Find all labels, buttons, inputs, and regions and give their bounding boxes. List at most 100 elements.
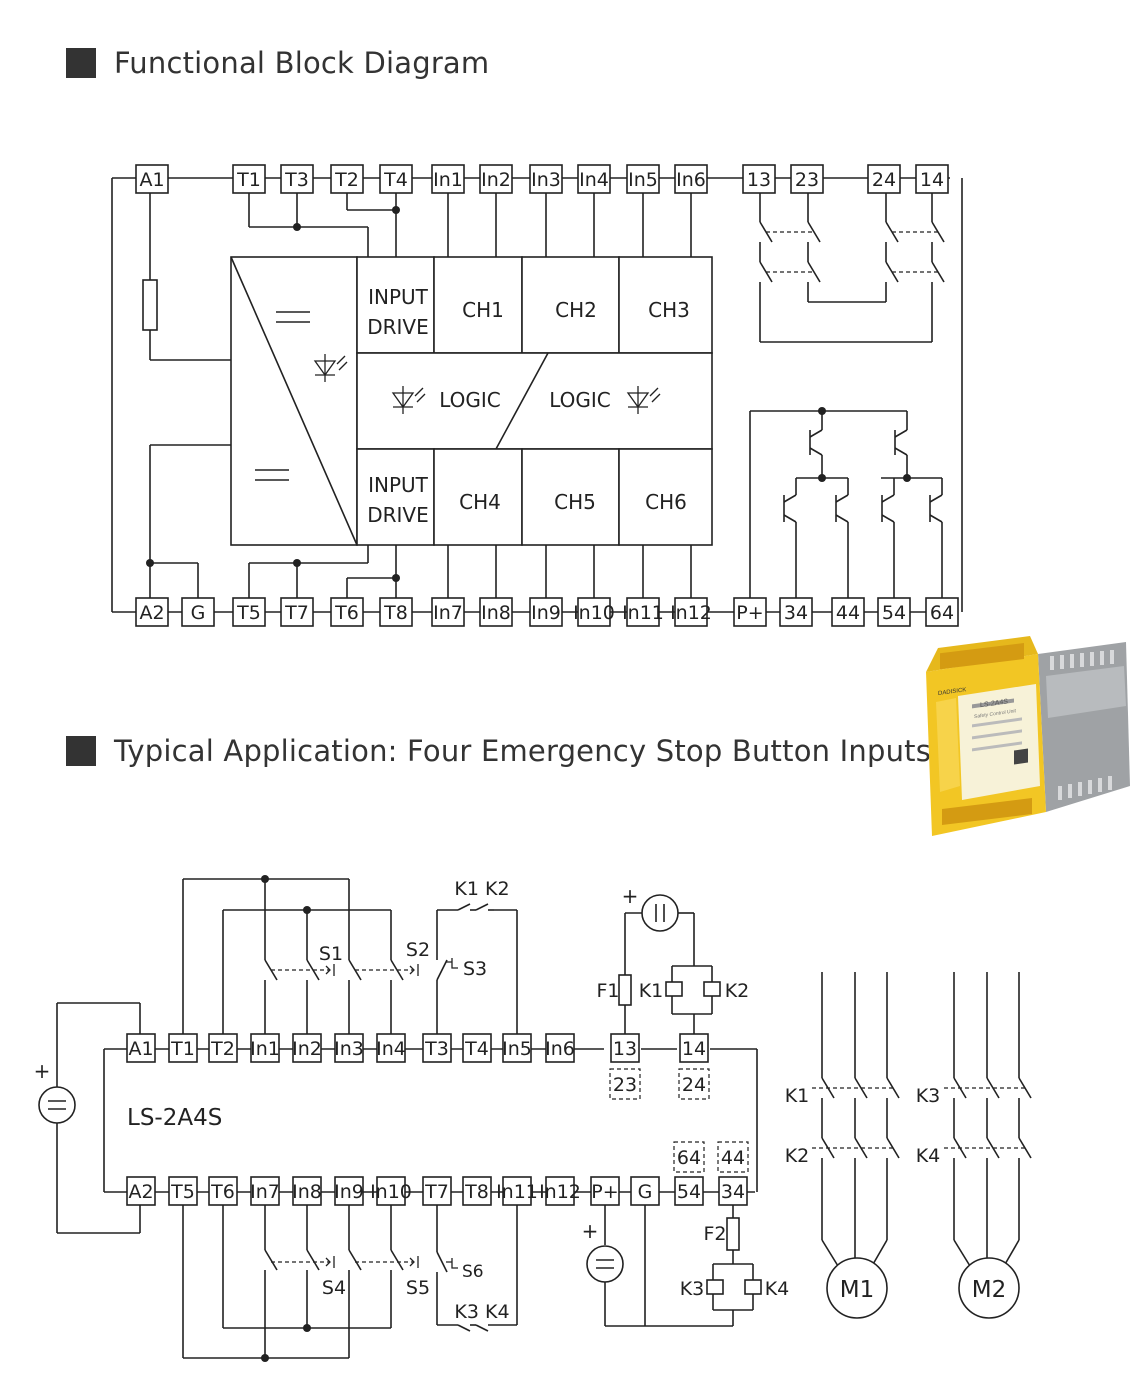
optocoupler-icon — [391, 386, 426, 414]
relay-output-contacts — [759, 190, 945, 343]
terminal-box — [232, 597, 266, 627]
terminal-label: In8 — [481, 602, 511, 624]
terminal-pplus: P+ — [733, 597, 767, 627]
terminal-t1: T1 — [168, 1033, 198, 1063]
terminal-label: In2 — [481, 169, 511, 191]
terminal-box — [334, 1033, 364, 1063]
terminal-t5: T5 — [168, 1176, 198, 1206]
terminal-in7: In7 — [250, 1176, 280, 1206]
terminal-in12: In12 — [539, 1176, 581, 1206]
terminal-box — [867, 164, 901, 194]
plus-sign: + — [582, 1219, 599, 1243]
channel-label: CH5 — [554, 490, 596, 514]
terminal-box — [733, 597, 767, 627]
terminal-g: G — [181, 597, 215, 627]
terminal-box — [379, 597, 413, 627]
coil-label: K4 — [765, 1278, 790, 1300]
terminal-box — [292, 1176, 322, 1206]
model-label: LS-2A4S — [127, 1105, 222, 1131]
terminal-box — [208, 1176, 238, 1206]
terminal-13: 13 — [742, 164, 776, 194]
terminal-pplus: P+ — [590, 1176, 620, 1206]
terminal-label: In7 — [250, 1181, 280, 1203]
plus-sign: + — [622, 884, 639, 908]
terminal-label: T3 — [284, 169, 309, 191]
optocoupler-icon — [626, 386, 661, 414]
terminal-box — [915, 164, 949, 194]
switch-label: S6 — [462, 1262, 484, 1282]
terminal-box — [250, 1033, 280, 1063]
terminal-box — [529, 164, 563, 194]
terminal-in12: In12 — [670, 597, 712, 627]
terminal-t7: T7 — [280, 597, 314, 627]
terminal-box — [577, 164, 611, 194]
terminal-box — [379, 164, 413, 194]
terminal-in11: In11 — [622, 597, 664, 627]
terminal-box — [232, 164, 266, 194]
plus-sign: + — [34, 1059, 51, 1083]
motor-contact-label: K3 — [916, 1085, 941, 1107]
terminal-box — [431, 597, 465, 627]
terminal-label: T1 — [170, 1038, 195, 1060]
terminal-box — [376, 1176, 406, 1206]
terminal-box — [626, 164, 660, 194]
transistor-outputs — [749, 407, 943, 600]
terminal-box — [779, 597, 813, 627]
terminal-t8: T8 — [462, 1176, 492, 1206]
terminal-label: T7 — [424, 1181, 449, 1203]
terminal-54: 54 — [674, 1176, 704, 1206]
terminal-label: In10 — [573, 602, 615, 624]
terminal-label: A2 — [128, 1181, 153, 1203]
terminal-a1: A1 — [126, 1033, 156, 1063]
terminal-label: P+ — [591, 1181, 618, 1203]
terminal-label: T5 — [170, 1181, 195, 1203]
terminal-box — [462, 1033, 492, 1063]
terminal-in1: In1 — [250, 1033, 280, 1063]
terminal-label: 34 — [721, 1181, 745, 1203]
switch-label: S3 — [463, 958, 487, 980]
terminal-label: T1 — [236, 169, 261, 191]
terminal-t3: T3 — [422, 1033, 452, 1063]
switch-label: S4 — [322, 1277, 346, 1299]
terminal-label: In12 — [539, 1181, 581, 1203]
terminal-box — [168, 1033, 198, 1063]
terminal-label: In7 — [433, 602, 463, 624]
terminal-box — [502, 1176, 532, 1206]
terminal-t5: T5 — [232, 597, 266, 627]
terminal-box — [135, 164, 169, 194]
terminal-label: P+ — [736, 602, 763, 624]
terminal-in6: In6 — [545, 1033, 575, 1063]
terminal-label: In9 — [531, 602, 561, 624]
terminal-64: 64 — [925, 597, 959, 627]
switch-label: S1 — [319, 943, 343, 965]
terminal-label: In2 — [292, 1038, 322, 1060]
terminal-label: T2 — [334, 169, 359, 191]
terminal-34: 34 — [718, 1176, 748, 1206]
terminal-label: A2 — [139, 602, 164, 624]
motor-contact-label: K1 — [785, 1085, 810, 1107]
terminal-box — [208, 1033, 238, 1063]
terminal-in3: In3 — [334, 1033, 364, 1063]
input-drive-label: DRIVE — [367, 315, 429, 339]
terminal-13: 13 — [610, 1033, 640, 1063]
terminal-label: In5 — [502, 1038, 532, 1060]
terminal-label: 64 — [930, 602, 954, 624]
terminal-in3: In3 — [529, 164, 563, 194]
terminal-in4: In4 — [577, 164, 611, 194]
terminal-box — [925, 597, 959, 627]
terminal-box — [330, 164, 364, 194]
terminal-label: 14 — [920, 169, 944, 191]
terminal-44: 44 — [831, 597, 865, 627]
terminal-label: 44 — [836, 602, 860, 624]
terminal-a2: A2 — [135, 597, 169, 627]
motor-contact-label: K2 — [785, 1145, 810, 1167]
product-model: LS-2A4S — [980, 698, 1008, 709]
terminal-box — [877, 597, 911, 627]
heading-square-icon — [66, 48, 96, 78]
coil-label: K3 — [680, 1278, 705, 1300]
terminal-label: In10 — [370, 1181, 412, 1203]
contacts-label: K3 K4 — [454, 1301, 509, 1323]
terminal-in9: In9 — [529, 597, 563, 627]
